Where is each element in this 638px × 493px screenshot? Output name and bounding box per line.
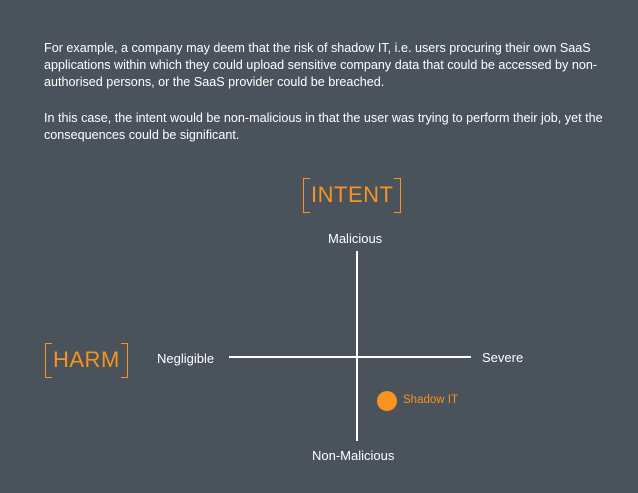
severe-label: Severe — [482, 350, 524, 365]
left-bracket — [45, 343, 52, 378]
shadow-it-label: Shadow IT — [403, 394, 458, 406]
negligible-label: Negligible — [157, 351, 215, 366]
harm-axis-line — [229, 356, 471, 358]
harm-axis-title: HARM — [45, 343, 128, 378]
right-bracket — [120, 343, 128, 378]
right-bracket — [394, 178, 402, 213]
non-malicious-label: Non-Malicious — [312, 448, 395, 463]
malicious-label: Malicious — [328, 231, 383, 246]
shadow-it-point — [377, 391, 397, 411]
intent-axis-line — [356, 251, 358, 441]
intent-axis-title: INTENT — [303, 178, 402, 213]
intro-paragraph-1: For example, a company may deem that the… — [44, 41, 598, 89]
intent-axis-title-text: INTENT — [311, 182, 394, 207]
intro-paragraph-2: In this case, the intent would be non-ma… — [44, 111, 603, 142]
harm-axis-title-text: HARM — [53, 347, 120, 372]
left-bracket — [303, 178, 310, 213]
